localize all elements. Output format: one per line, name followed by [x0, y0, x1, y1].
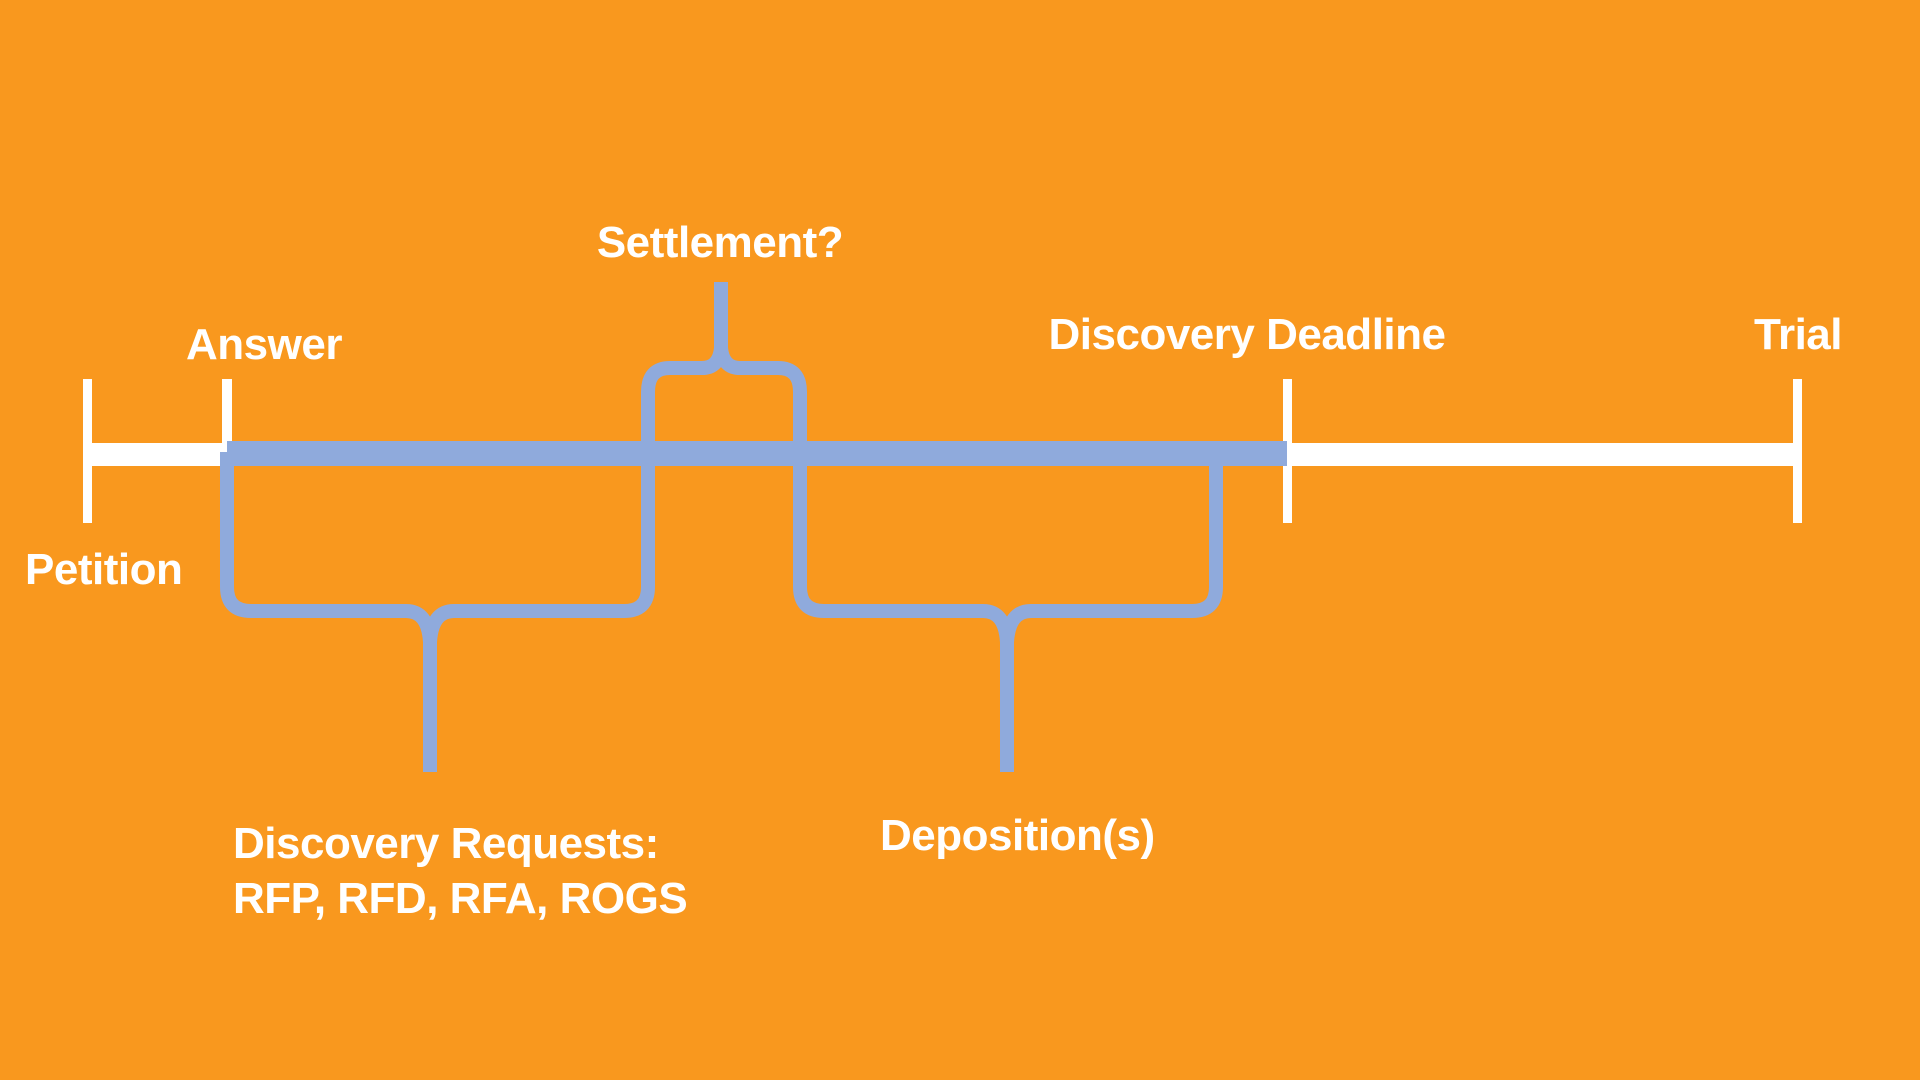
label-discovery-deadline: Discovery Deadline — [1048, 310, 1446, 359]
label-discovery-requests-line2: RFP, RFD, RFA, ROGS — [233, 874, 688, 923]
tick-trial — [1793, 379, 1802, 523]
label-answer: Answer — [186, 320, 342, 369]
label-discovery-requests-line1: Discovery Requests: — [233, 819, 659, 868]
label-discovery-requests: Discovery Requests: RFP, RFD, RFA, ROGS — [233, 816, 688, 926]
tick-petition — [83, 379, 92, 523]
label-settlement: Settlement? — [596, 218, 844, 267]
label-depositions: Deposition(s) — [880, 811, 1155, 860]
tick-discovery-deadline — [1283, 379, 1292, 523]
discovery-period-bar — [227, 441, 1287, 466]
discovery-requests-brace — [220, 452, 655, 772]
label-trial: Trial — [1754, 310, 1843, 359]
label-petition: Petition — [25, 545, 183, 594]
settlement-brace — [641, 282, 807, 460]
depositions-brace — [793, 452, 1223, 772]
